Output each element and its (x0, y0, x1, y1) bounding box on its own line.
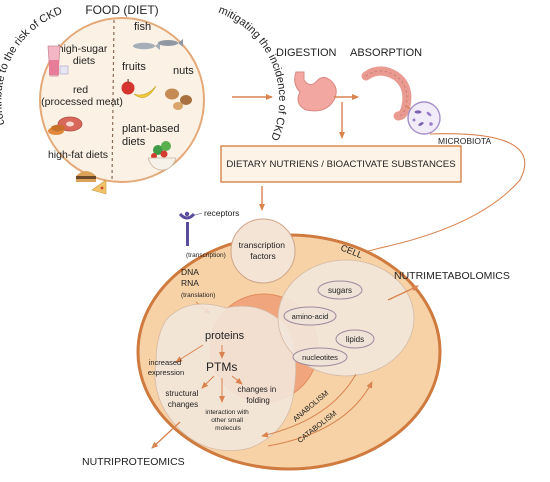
burger-icon (76, 171, 96, 182)
sugars-label: sugars (328, 286, 352, 295)
amino-acid-node (283, 306, 337, 326)
food-title: FOOD (DIET) (85, 3, 158, 17)
fish-icon (133, 39, 183, 50)
plant-based-label: plant-based diets (122, 123, 183, 148)
lipids-node (335, 329, 375, 349)
microbe-icon (407, 101, 441, 135)
banana-icon (133, 85, 157, 98)
nutriproteomics-label: NUTRIPROTEOMICS (82, 456, 185, 468)
changes-in-folding-label: changes in folding (238, 385, 279, 405)
transcription-factors-bubble (230, 218, 296, 284)
mitigating-arc-label: mitigating the incidence of CKD (217, 4, 289, 142)
ptms-to-folding-arrow (231, 375, 243, 385)
sausage-icon (48, 124, 65, 135)
receptor-pointer (191, 212, 203, 217)
increased-expression-label: increased expression (148, 358, 184, 377)
dna-label: DNA (181, 267, 199, 277)
proteome-region (154, 303, 297, 451)
anabolism-arrow (261, 373, 357, 438)
pizza-icon (91, 179, 107, 195)
food-circle (39, 17, 205, 183)
high-sugar-label: high-sugar diets (58, 43, 111, 67)
dietary-nutrients-label: DIETARY NUTRIENS / BIOACTIVATE SUBSTANCE… (226, 159, 455, 170)
absorption-label: ABSORPTION (350, 47, 422, 59)
microbiota-label: MICROBIOTA (438, 136, 492, 146)
digestion-label: DIGESTION (276, 47, 337, 59)
cell: CELL transcription factors (transcriptio… (136, 218, 442, 471)
catabolism-arrow (267, 381, 373, 447)
high-fat-label: high-fat diets (48, 149, 108, 161)
sugars-node (317, 280, 363, 300)
to-nutrimetabolomics-arrow (387, 285, 419, 301)
ptms-to-structural-arrow (201, 375, 215, 389)
amino-acid-label: amino-acid (292, 312, 329, 321)
transcription-label: (transcription) (186, 252, 226, 259)
structural-changes-label: structural changes (165, 389, 200, 409)
fruits-label: fruits (122, 61, 146, 73)
nucleotites-label: nucleotites (302, 353, 338, 362)
nut-icon (165, 88, 192, 110)
proteins-label: proteins (205, 330, 245, 342)
intestine-icon (361, 66, 412, 121)
interaction-label: interaction with other small moleculs (205, 409, 250, 432)
transcription-factors-label: transcription factors (239, 240, 288, 261)
to-nutriproteomics-arrow (151, 421, 181, 449)
salad-bowl-icon (147, 141, 177, 171)
glass-icon (47, 45, 61, 77)
nutrimetabolomics-label: NUTRIMETABOLOMICS (394, 270, 510, 282)
proteins-to-expression-arrow (175, 344, 204, 363)
rna-label: RNA (181, 278, 199, 288)
lipids-label: lipids (346, 335, 364, 344)
dietary-nutrients-box (220, 145, 462, 183)
sugar-cube-icon (59, 65, 69, 75)
receptors-label: receptors (204, 208, 239, 218)
translation-label: (translation) (181, 292, 215, 299)
fish-label: fish (134, 21, 151, 33)
nuts-label: nuts (173, 65, 194, 77)
nucleotites-node (292, 347, 348, 367)
apple-icon (121, 79, 135, 95)
stomach-icon (294, 71, 337, 112)
ptms-label: PTMs (206, 360, 237, 374)
receptor-icon (178, 211, 196, 246)
red-meat-label: red (processed meat) (41, 84, 123, 108)
metabolome-region (277, 259, 415, 377)
